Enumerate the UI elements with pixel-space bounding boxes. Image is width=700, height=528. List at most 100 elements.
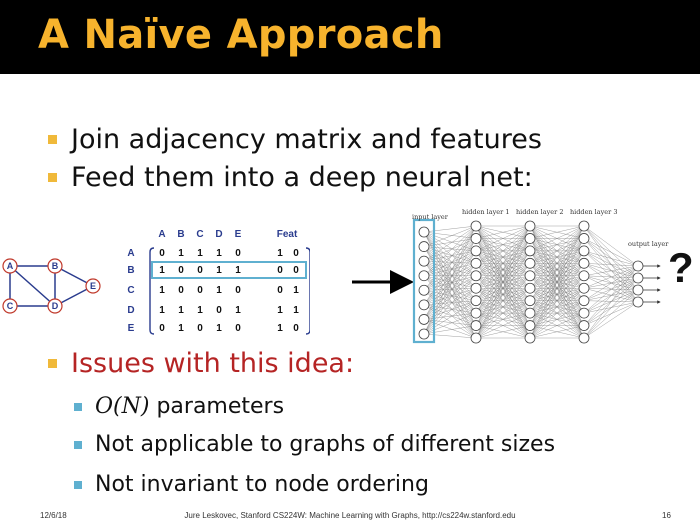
nn-edge <box>583 263 639 279</box>
nn-edge <box>423 288 477 291</box>
nn-edge <box>583 250 639 267</box>
nn-edge <box>529 325 585 339</box>
nn-edge <box>475 325 531 339</box>
layer-label-output: output layer <box>628 240 669 248</box>
feat-cell: 1 <box>277 305 283 316</box>
nn-edge <box>529 225 585 326</box>
nn-edge <box>423 263 477 305</box>
nn-node-input <box>418 328 430 340</box>
nn-edge <box>529 225 585 264</box>
nn-edge <box>423 333 477 339</box>
question-mark: ? <box>668 244 694 291</box>
node-label-d: D <box>52 301 59 311</box>
sub-bullet-square-icon <box>74 402 82 411</box>
nn-edge <box>423 275 477 306</box>
feat-cell: 0 <box>277 285 283 296</box>
nn-node-hidden-3 <box>578 320 590 331</box>
nn-edge <box>423 238 477 305</box>
node-b <box>47 258 63 274</box>
nn-node-hidden-3 <box>578 282 590 294</box>
bullet-square-icon <box>48 359 57 368</box>
node-label-e: E <box>90 281 96 291</box>
nn-node-hidden-2 <box>524 307 536 319</box>
nn-edge <box>423 319 477 339</box>
nn-edge <box>423 238 477 247</box>
nn-edge <box>423 300 477 320</box>
layer-label-hidden-3: hidden layer 3 <box>570 208 617 216</box>
nn-edge <box>529 238 585 339</box>
nn-edge <box>583 225 639 267</box>
nn-edge <box>529 225 585 239</box>
matrix-cell: 1 <box>178 305 184 316</box>
row-label-b: B <box>127 265 135 276</box>
nn-edge <box>583 225 639 291</box>
bullet-text: Feed them into a deep neural net: <box>71 162 533 193</box>
nn-node-hidden-1 <box>470 307 482 319</box>
nn-edge <box>423 288 477 335</box>
nn-edge <box>423 225 477 247</box>
nn-edge <box>583 275 639 279</box>
matrix-brackets <box>149 247 310 335</box>
nn-edge <box>475 275 531 339</box>
sub-bullet-square-icon <box>74 440 82 449</box>
matrix-cell: 1 <box>159 265 165 276</box>
issue-text: Not invariant to node ordering <box>95 472 429 497</box>
matrix-cell: 1 <box>197 305 203 316</box>
row-label-e: E <box>127 323 135 334</box>
nn-edge <box>475 225 531 314</box>
graph-diagram: A B C D E <box>2 258 101 314</box>
node-label-b: B <box>52 261 59 271</box>
nn-edge <box>423 250 477 320</box>
nn-edge <box>583 277 639 339</box>
nn-node-hidden-3 <box>578 307 590 319</box>
nn-node-hidden-2 <box>524 245 536 257</box>
nn-node-output <box>632 260 644 272</box>
nn-edge <box>423 275 477 291</box>
nn-edge <box>583 238 639 267</box>
nn-edge <box>529 300 585 339</box>
node-d <box>47 298 63 314</box>
nn-edge <box>583 275 639 291</box>
layer-label-input: input layer <box>412 213 449 221</box>
nn-edge <box>583 301 639 339</box>
nn-node-hidden-1 <box>470 220 482 232</box>
feat-cell: 0 <box>293 248 299 259</box>
nn-edge <box>423 275 477 320</box>
matrix-cell: 1 <box>197 248 203 259</box>
nn-node-input <box>418 241 430 252</box>
nn-node-hidden-1 <box>470 320 482 331</box>
nn-edge <box>475 312 531 339</box>
nn-edge <box>423 325 477 335</box>
bullet-join: Join adjacency matrix and features <box>48 124 542 155</box>
nn-edge <box>423 263 477 291</box>
node-label-c: C <box>7 301 14 311</box>
nn-edge <box>423 275 477 335</box>
nn-edge <box>529 312 585 339</box>
nn-node-hidden-3 <box>578 270 590 282</box>
nn-edge <box>423 225 477 291</box>
nn-edge <box>423 275 477 339</box>
nn-edge <box>583 265 639 326</box>
nn-edge <box>423 261 477 339</box>
nn-edge <box>475 225 531 289</box>
nn-edge <box>423 260 477 289</box>
nn-node-hidden-3 <box>578 245 590 257</box>
row-b-highlight <box>151 261 307 279</box>
nn-edge <box>423 225 477 335</box>
footer-date: 12/6/18 <box>40 511 67 520</box>
matrix-cell: 1 <box>216 248 222 259</box>
matrix-cell: 0 <box>178 265 184 276</box>
nn-edge <box>475 225 531 339</box>
layer-label-hidden-2: hidden layer 2 <box>516 208 563 216</box>
nn-edge <box>423 225 477 276</box>
matrix-cell: 0 <box>159 248 165 259</box>
nn-edge <box>423 238 477 276</box>
edge-a-d <box>9 265 56 307</box>
nn-edge <box>475 263 531 339</box>
node-label-a: A <box>7 261 14 271</box>
nn-node-hidden-1 <box>470 270 482 282</box>
nn-edge <box>423 261 477 314</box>
bullet-feed: Feed them into a deep neural net: <box>48 162 533 193</box>
nn-edge <box>583 265 639 301</box>
nn-edge <box>475 300 531 339</box>
